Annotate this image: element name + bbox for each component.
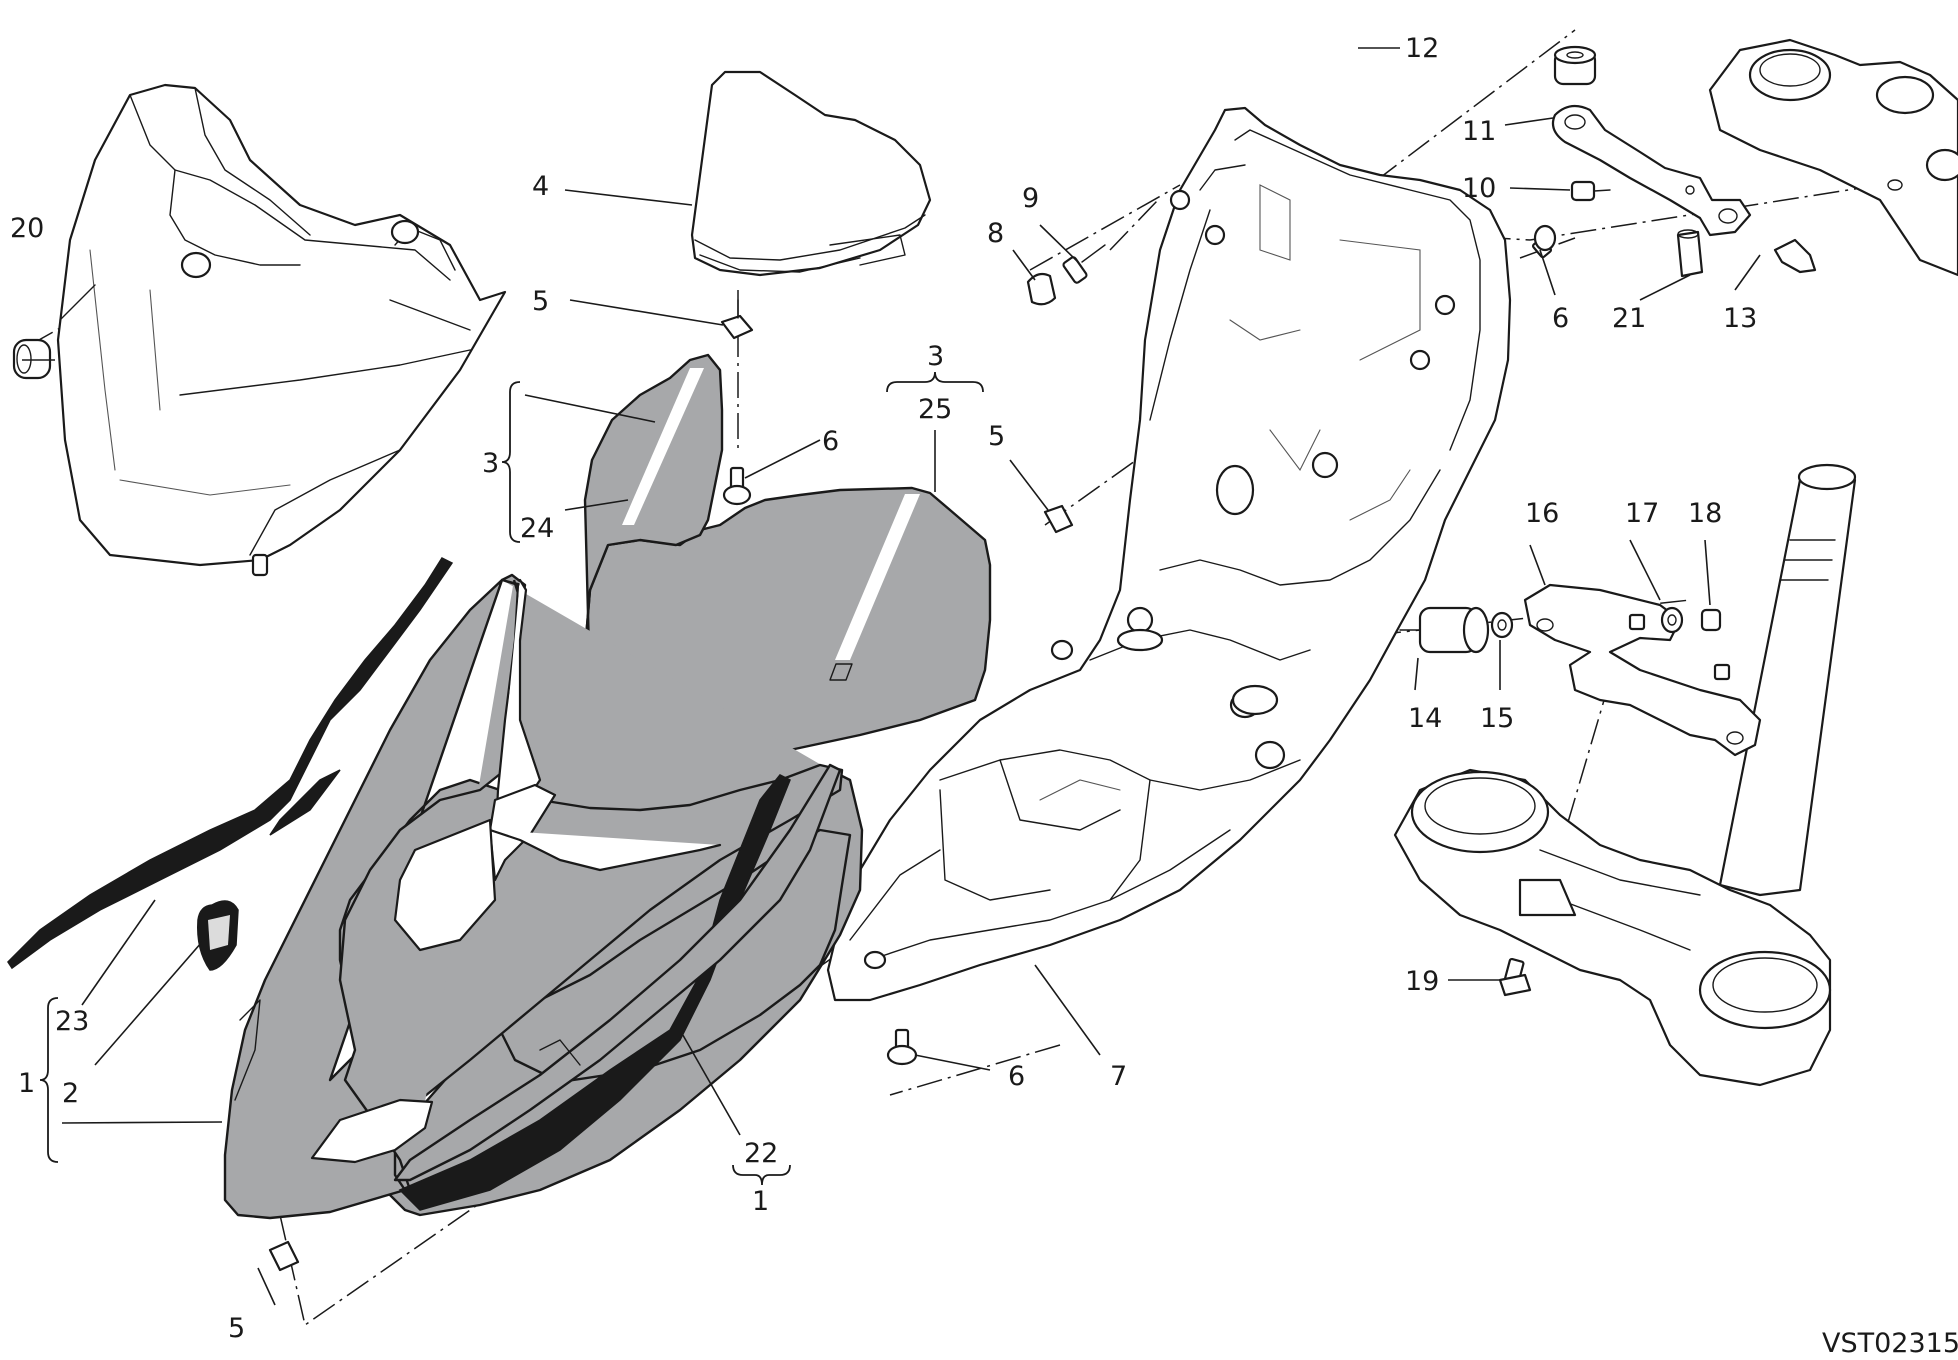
callout-3-right: 3 — [927, 341, 944, 372]
rubber-mount-14 — [1399, 606, 1490, 654]
callout-20: 20 — [10, 213, 44, 244]
inner-cover-4 — [690, 70, 932, 277]
brace-group-3-25 — [886, 371, 984, 393]
side-panel-24 — [583, 353, 724, 692]
brace-group-1 — [39, 997, 59, 1163]
callout-13: 13 — [1723, 303, 1757, 334]
fairing-support-7 — [826, 106, 1512, 1002]
brace-group-22-1 — [732, 1164, 791, 1186]
screw-6-mid — [722, 466, 752, 506]
callout-2: 2 — [62, 1078, 79, 1109]
callout-15: 15 — [1480, 703, 1514, 734]
callout-21: 21 — [1612, 303, 1646, 334]
bracket-16 — [1523, 583, 1762, 757]
callout-9: 9 — [1022, 183, 1039, 214]
leader-lines — [22, 47, 1761, 1306]
callout-12: 12 — [1405, 33, 1439, 64]
brace-group-3-24 — [501, 381, 521, 543]
screw-18 — [1700, 608, 1722, 632]
callout-5-bottom: 5 — [228, 1313, 245, 1344]
callout-19: 19 — [1405, 966, 1439, 997]
screw-19 — [1498, 957, 1532, 997]
screw-10 — [1570, 180, 1611, 202]
clip-5-right — [1043, 504, 1074, 534]
callout-23: 23 — [55, 1006, 89, 1037]
callout-labels: 12 11 10 9 8 6 21 13 20 4 5 3 24 6 3 25 … — [10, 33, 1958, 1359]
callout-7: 7 — [1110, 1061, 1127, 1092]
lower-triple-clamp — [1393, 768, 1832, 1087]
clip-13 — [1773, 238, 1817, 274]
callout-17: 17 — [1625, 498, 1659, 529]
callout-24: 24 — [520, 513, 554, 544]
callout-22: 22 — [744, 1138, 778, 1169]
headlight-assembly — [56, 83, 507, 577]
callout-6-mid: 6 — [822, 426, 839, 457]
callout-11: 11 — [1462, 116, 1496, 147]
front-fairing-1 — [223, 573, 864, 1220]
fork-tube — [1718, 463, 1857, 897]
spacer-21 — [1676, 229, 1704, 278]
callout-5-top: 5 — [532, 286, 549, 317]
screw-6-right — [1531, 224, 1557, 259]
grommet-20 — [12, 338, 52, 380]
stripe-decal-23 — [7, 557, 454, 970]
callout-16: 16 — [1525, 498, 1559, 529]
callout-4: 4 — [532, 171, 549, 202]
bracket-11 — [1551, 104, 1752, 237]
callout-3-left: 3 — [482, 448, 499, 479]
drawing-code: VST02315 — [1822, 1328, 1958, 1359]
badge-decal-2 — [197, 900, 239, 971]
callout-25: 25 — [918, 394, 952, 425]
callout-18: 18 — [1688, 498, 1722, 529]
washer-17 — [1660, 606, 1684, 634]
nut-8 — [1026, 272, 1057, 306]
callout-6-right: 6 — [1552, 303, 1569, 334]
callout-14: 14 — [1408, 703, 1442, 734]
callout-1-left: 1 — [18, 1068, 35, 1099]
screw-9 — [1062, 244, 1106, 284]
callout-8: 8 — [987, 218, 1004, 249]
washer-15 — [1490, 611, 1514, 639]
callout-1-bottom: 1 — [752, 1186, 769, 1217]
upper-triple-clamp — [1708, 38, 1958, 277]
callout-10: 10 — [1462, 173, 1496, 204]
callout-5-right: 5 — [988, 421, 1005, 452]
rubber-buffer-12 — [1553, 45, 1597, 86]
clip-5-bottom — [268, 1240, 300, 1272]
clip-5-top — [720, 299, 754, 340]
screw-6-bottom — [886, 1028, 918, 1066]
callout-6-bottom: 6 — [1008, 1061, 1025, 1092]
